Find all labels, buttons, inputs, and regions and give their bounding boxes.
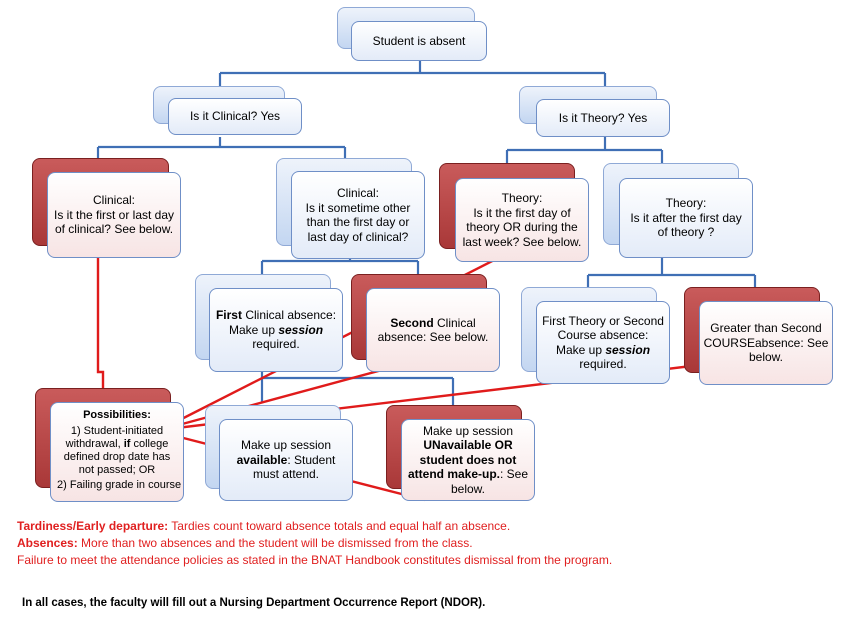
second-clinical-line1: Second Clinical [390, 316, 475, 331]
makeup-available-bold: available [236, 452, 288, 467]
policy-notes: Tardiness/Early departure: Tardies count… [17, 518, 612, 569]
makeup-unavailable-line3: student does not [419, 452, 517, 467]
failure-note: Failure to meet the attendance policies … [17, 553, 613, 567]
possibilities-line5: 2) Failing grade in course [57, 479, 182, 491]
theory-first-last-line2: Is it the first day of [473, 205, 571, 220]
makeup-available-line1: Make up session [240, 438, 332, 453]
first-clinical-line2: Make up session [229, 323, 323, 338]
makeup-unavailable-line1: Make up session [422, 423, 514, 438]
first-theory-line3: Make up session [556, 343, 650, 358]
possibilities-line4: not passed; OR [78, 464, 156, 476]
connector-clinical [96, 137, 347, 158]
first-clinical-makeup: Make up [228, 322, 279, 337]
possibilities-line1: 1) Student-initiated [70, 425, 164, 437]
absences-text: More than two absences and the student w… [77, 536, 473, 550]
possibilities-line2: withdrawal, if college [57, 438, 177, 451]
clinical-first-last-line2: Is it the first or last day [53, 207, 175, 222]
absences-note: Absences: More than two absences and the… [17, 535, 612, 552]
theory-first-last-line4: last week? See below. [462, 234, 582, 249]
first-theory-line4: required. [579, 357, 627, 371]
tardiness-label: Tardiness/Early departure: [17, 519, 169, 533]
absences-label: Absences: [17, 536, 78, 550]
connector-theory-after [586, 258, 757, 287]
clinical-other-line3: than the first day or [306, 215, 410, 229]
theory-first-last-line3: theory OR during the [466, 220, 578, 234]
clinical-other-title: Clinical: [336, 186, 379, 200]
first-theory-line2: Course absence: [557, 328, 649, 342]
second-clinical-line2: absence: See below. [377, 330, 489, 344]
clinical-other-line4: last day of clinical? [307, 229, 409, 244]
first-theory-session: session [605, 342, 651, 357]
possibilities-if: if [123, 438, 131, 450]
is-clinical-label: Is it Clinical? Yes [189, 109, 281, 124]
theory-after-title: Theory: [665, 196, 707, 211]
makeup-available-rest: : Student [287, 452, 336, 467]
greater-second-line3: below. [748, 350, 784, 365]
first-clinical-line1: First Clinical absence: [216, 308, 336, 323]
tardiness-note: Tardiness/Early departure: Tardies count… [17, 518, 612, 535]
first-clinical-bold: First [215, 308, 242, 323]
is-theory-label: Is it Theory? Yes [558, 110, 648, 125]
first-theory-line1: First Theory or Second [542, 313, 664, 328]
second-clinical-bold: Second [390, 315, 434, 330]
connector-theory [505, 137, 664, 163]
clinical-first-last-title: Clinical: [92, 193, 135, 208]
clinical-other-line2: Is it sometime other [305, 200, 411, 215]
makeup-unavailable-line5: below. [450, 481, 486, 496]
greater-second-line1: Greater than Second [710, 321, 822, 336]
first-clinical-rest: Clinical absence: [241, 308, 337, 323]
tardiness-text: Tardies count toward absence totals and … [168, 519, 511, 533]
footer-note: In all cases, the faculty will fill out … [22, 597, 486, 609]
greater-second-line2: COURSEabsence: See [703, 335, 829, 350]
first-theory-makeup: Make up [555, 342, 606, 357]
makeup-unavailable-bold: attend make-up. [407, 467, 500, 482]
first-clinical-session: session [278, 322, 324, 337]
theory-after-line2: Is it after the first day [630, 210, 742, 225]
makeup-available-line3: must attend. [252, 467, 320, 482]
makeup-unavailable-line2: UNavailable OR [423, 438, 513, 453]
possibilities-title: Possibilities: [83, 409, 151, 421]
possibilities-withdrawal: withdrawal, [65, 438, 124, 450]
clinical-first-last-line3: of clinical? See below. [54, 222, 174, 237]
possibilities-line3: defined drop date has [63, 451, 171, 463]
theory-first-last-title: Theory: [501, 191, 543, 205]
student-absent-label: Student is absent [372, 33, 466, 48]
possibilities-college: college [130, 438, 169, 450]
theory-after-line3: of theory ? [657, 225, 715, 240]
first-clinical-line3: required. [252, 337, 300, 352]
second-clinical-rest: Clinical [433, 315, 476, 330]
makeup-unavailable-line4: attend make-up.: See [408, 467, 528, 482]
makeup-unavailable-see: : See [500, 467, 529, 482]
connector-root [218, 60, 607, 86]
makeup-available-line2: available: Student [237, 453, 336, 468]
